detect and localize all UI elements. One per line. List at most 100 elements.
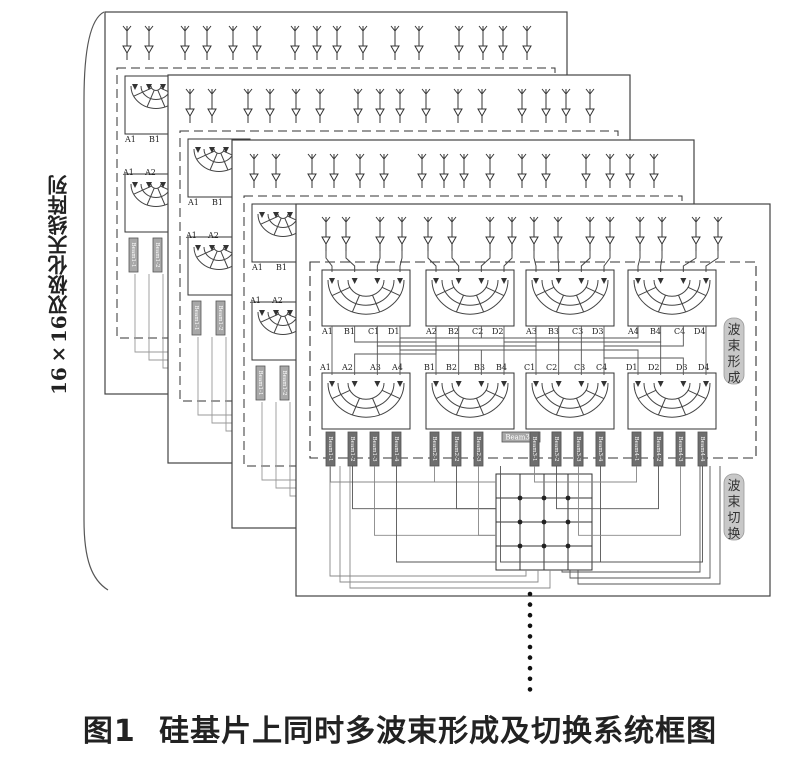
continuation-dot [527,634,533,639]
beam-label: Beam3-1 [531,437,537,462]
switch-route [592,466,637,483]
antenna-icon [180,25,190,60]
beam-label: Beam2-1 [431,437,437,462]
port-label: C1 [368,327,379,336]
antenna-icon [423,216,433,251]
port-label: C4 [674,327,685,336]
beam-output: Beam3-4 [595,431,606,467]
crossover-line [503,326,662,375]
pill-char: 切 [727,511,740,526]
antenna-icon [585,216,595,251]
antenna-icon [478,25,488,60]
antenna-icon [421,88,431,123]
antenna-icon [228,25,238,60]
beam-output: Beam1-1 [128,237,139,273]
feed-line [451,251,460,272]
feed-line [705,251,719,272]
port-label: B1 [424,363,435,372]
crossover-line [376,326,537,375]
beam-output: Beam3-2 [551,431,562,467]
pill-char: 束 [727,339,740,354]
feed-line [603,251,611,272]
feed-line [682,251,697,272]
beam-label: Beam3-2 [553,437,559,462]
port-label: A1 [124,135,136,144]
continuation-dot [527,655,533,660]
port-label: A2 [425,327,437,336]
switch-route [374,466,496,536]
antenna-icon [355,153,365,188]
port-label: B3 [474,363,485,372]
port-label: A3 [525,327,537,336]
beam-output: Beam4-4 [697,431,708,467]
return-loop [329,466,527,577]
feed-line [503,251,513,272]
antenna-icon [353,88,363,123]
beam-output: Beam4-3 [675,431,686,467]
antenna-icon [265,88,275,123]
antenna-icon [507,216,517,251]
matrix-node [517,543,523,549]
return-loop [577,466,721,585]
feed-line [325,251,333,272]
antenna-icon [522,25,532,60]
antenna-icon [249,153,259,188]
switch-route [592,466,659,510]
figure-title: 硅基片上同时多波束形成及切换系统框图 [159,714,718,749]
matrix-node [565,543,571,549]
arc-network-block [525,269,615,327]
beam-label: Beam1-1 [130,243,136,268]
beam-label: Beam1-1 [193,306,199,331]
port-label: B1 [344,327,355,336]
antenna-icon [375,88,385,123]
return-loop [569,466,711,579]
antenna-icon [581,153,591,188]
antenna-icon [144,25,154,60]
port-label: A1 [249,296,261,305]
antenna-icon [243,88,253,123]
return-loop [349,466,551,589]
feed-line [480,251,491,272]
port-label: D3 [676,363,688,372]
feed-line [637,251,641,272]
beam-output: Beam1-2 [279,365,290,401]
port-label: D1 [388,327,400,336]
antenna-icon [498,25,508,60]
figure-caption: 图1 硅基片上同时多波束形成及切换系统框图 [0,706,800,750]
continuation-dot [527,665,533,671]
beam-label: Beam1-3 [371,437,377,462]
antenna-icon [290,25,300,60]
beam-label: Beam1-4 [393,437,399,462]
beam-output: Beam3-4 [501,431,541,443]
beam-output: Beam1-2 [347,431,358,467]
beam-output: Beam1-1 [255,365,266,401]
port-label: B3 [548,327,559,336]
port-label: A1 [122,168,134,177]
antenna-icon [485,216,495,251]
antenna-icon [185,88,195,123]
beam-label: Beam1-1 [257,371,263,396]
port-label: A1 [319,363,331,372]
port-label: C3 [574,363,585,372]
matrix-node [565,495,571,501]
beam-output: Beam1-3 [369,431,380,467]
beam-output: Beam2-1 [429,431,440,467]
antenna-icon [252,25,262,60]
antenna-icon [312,25,322,60]
antenna-icon [541,88,551,123]
arc-network-block [627,269,717,327]
beam-output: Beam3-3 [573,431,584,467]
switch-route [534,466,592,483]
port-label: B4 [650,327,661,336]
matrix-node [541,495,547,501]
antenna-icon [517,153,527,188]
feed-line [427,251,437,272]
antenna-icon [453,88,463,123]
antenna-icon [529,216,539,251]
beam-label: Beam1-1 [327,437,333,462]
beam-label: Beam4-4 [699,437,705,462]
continuation-dot [527,676,533,682]
feed-line [660,251,663,272]
